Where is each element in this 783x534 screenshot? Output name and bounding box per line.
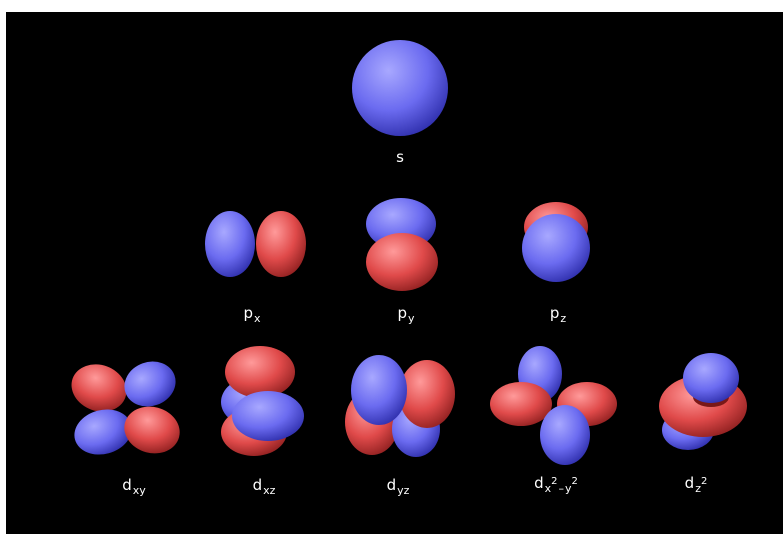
orbital-shapes <box>71 40 747 465</box>
dz2-orbital-shape <box>659 353 747 450</box>
px-label: px <box>243 304 261 325</box>
dx2-y2-label: dx2–y2 <box>534 474 578 495</box>
dz2-label: dz2 <box>684 474 708 495</box>
dxy-label: dxy <box>122 476 146 497</box>
dxz-orbital-shape <box>221 346 304 456</box>
dx2-y2-orbital-shape <box>490 346 617 465</box>
pz-orbital-shape <box>522 202 590 282</box>
dxy-orbital-shape <box>71 361 180 455</box>
dyz-orbital-shape <box>345 355 455 457</box>
py-orbital-shape <box>366 198 438 291</box>
py-label: py <box>397 304 415 325</box>
dyz-label: dyz <box>386 476 410 497</box>
px-orbital-shape <box>205 211 306 277</box>
s-label: s <box>396 148 404 166</box>
orbital-diagram-panel: s px py pz dxy dxz dyz dx2–y2 dz2 <box>6 12 783 534</box>
pz-label: pz <box>549 304 567 325</box>
s-orbital-shape <box>352 40 448 136</box>
dxz-label: dxz <box>252 476 276 497</box>
